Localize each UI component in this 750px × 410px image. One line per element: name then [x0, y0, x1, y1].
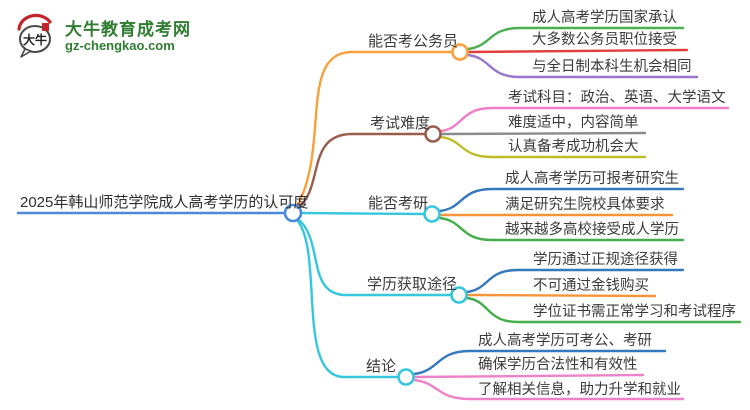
child-curve [439, 106, 730, 133]
child-topic[interactable]: 成人高考学历可报考研究生 [505, 171, 679, 187]
child-curve [465, 268, 685, 294]
branch-label-civil-servant[interactable]: 能否考公务员 [368, 33, 459, 50]
child-topic[interactable]: 学位证书需正常学习和考试程序 [533, 304, 736, 320]
child-curve [438, 187, 685, 213]
child-topic[interactable]: 满足研究生院校具体要求 [505, 197, 665, 213]
child-curve [412, 378, 685, 401]
child-curve [438, 216, 685, 242]
child-curve [412, 349, 667, 376]
child-curve [466, 48, 689, 54]
branch-label-postgraduate[interactable]: 能否考研 [368, 195, 429, 212]
logo-bull-icon: 大牛 [17, 13, 52, 58]
child-topic[interactable]: 了解相关信息，助力升学和就业 [478, 382, 681, 398]
logo-domain: gz-chengkao.com [65, 37, 175, 53]
logo-icon-text: 大牛 [23, 32, 47, 47]
site-logo[interactable]: 大牛 大牛教育成考网 gz-chengkao.com [14, 13, 191, 59]
branch-curve-conclusion [295, 218, 400, 379]
child-curve [465, 296, 742, 324]
child-curve [439, 131, 647, 136]
child-topic[interactable]: 成人高考学历国家承认 [532, 10, 677, 26]
branch-node-circle-civil-servant[interactable] [451, 43, 469, 61]
branch-label-exam-difficulty[interactable]: 考试难度 [370, 115, 431, 132]
child-topic[interactable]: 考试科目：政治、英语、大学语文 [508, 90, 726, 106]
child-curve [466, 26, 685, 51]
branch-label-degree-channels[interactable]: 学历获取途径 [367, 276, 458, 293]
child-topic[interactable]: 不可通过金钱购买 [533, 278, 649, 294]
branch-node-circle-degree-channels[interactable] [450, 286, 468, 304]
child-topic[interactable]: 越来越多高校接受成人学历 [505, 222, 679, 238]
child-topic[interactable]: 成人高考学历可考公、考研 [478, 333, 652, 349]
child-curve [412, 373, 645, 379]
central-node-circle[interactable] [283, 203, 303, 223]
branch-curve-exam-difficulty [296, 132, 427, 210]
child-topic[interactable]: 大多数公务员职位接受 [532, 32, 677, 48]
child-topic[interactable]: 难度适中，内容简单 [508, 115, 639, 131]
branch-node-circle-conclusion[interactable] [397, 368, 415, 386]
central-topic[interactable]: 2025年韩山师范学院成人高考学历的认可度 [20, 194, 309, 211]
branch-curve-postgraduate [299, 211, 426, 216]
child-topic[interactable]: 认真备考成功机会大 [508, 139, 639, 155]
child-curve [439, 135, 647, 159]
child-curve [465, 293, 657, 298]
branch-curve-civil-servant [295, 50, 454, 208]
child-topic[interactable]: 学历通过正规途径获得 [533, 252, 678, 268]
branch-label-conclusion[interactable]: 结论 [366, 358, 397, 375]
branch-curve-degree-channels [296, 217, 453, 297]
logo-title: 大牛教育成考网 [65, 19, 191, 39]
branch-node-circle-postgraduate[interactable] [423, 205, 441, 223]
child-topic[interactable]: 确保学历合法性和有效性 [478, 357, 638, 373]
child-curve [466, 53, 699, 79]
child-topic[interactable]: 与全日制本科生机会相同 [532, 59, 692, 75]
branch-node-circle-exam-difficulty[interactable] [424, 125, 442, 143]
